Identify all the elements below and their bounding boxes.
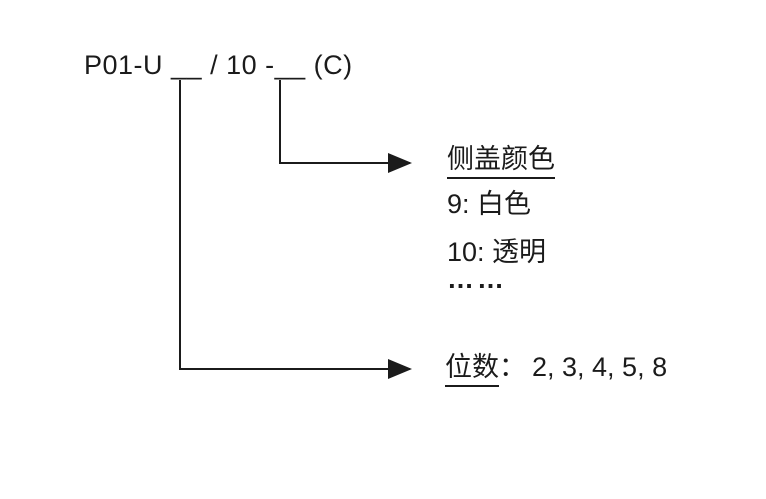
side-cover-option-white: 9: 白色 [447,189,532,219]
digit-count-connector-arrow [179,80,412,379]
side-cover-option-transparent: 10: 透明 [447,237,547,267]
side-cover-option-ellipsis: …… [447,264,507,294]
part-code-text: P01-U __ / 10 -__ (C) [84,50,353,80]
digit-count-values: 2, 3, 4, 5, 8 [532,352,668,382]
side-cover-color-label: 侧盖颜色 [447,144,555,179]
side-cover-connector-arrow [279,80,412,173]
digit-count-row: 位数：2, 3, 4, 5, 8 [445,351,668,387]
digit-count-label: 位数 [445,352,499,387]
digit-count-separator: ： [499,352,526,382]
